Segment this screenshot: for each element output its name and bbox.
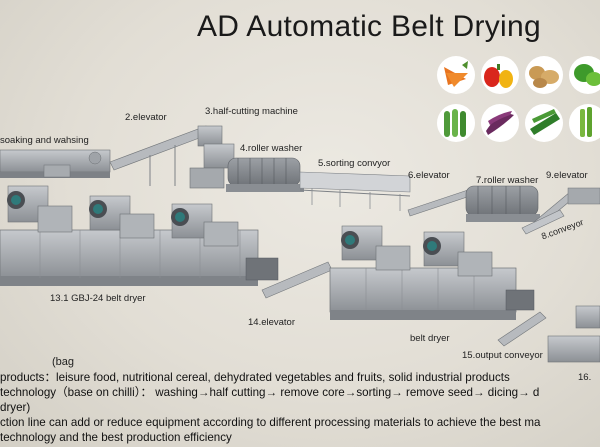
- label-elevator-6: 6.elevator: [408, 170, 450, 181]
- pepper-thumbnail: [481, 56, 519, 94]
- label-output-conveyor: 15.output conveyor: [462, 350, 543, 361]
- label-bag-note: (bag: [52, 356, 75, 368]
- label-sorting-conveyor: 5.sorting convyor: [318, 158, 391, 169]
- output-bins: [547, 305, 600, 363]
- description-dryer: dryer): [0, 401, 31, 414]
- elevator-6: [407, 189, 471, 217]
- label-roller-washer-4: 4.roller washer: [240, 143, 303, 154]
- carrot-thumbnail: [437, 56, 475, 94]
- roller-washer-7: [465, 185, 540, 222]
- label-elevator-9: 9.elevator: [546, 170, 588, 181]
- potato-thumbnail: [525, 56, 563, 94]
- product-thumbnails: [437, 56, 600, 142]
- conveyor-8: [521, 209, 565, 235]
- zucchini-thumbnail: [525, 104, 563, 142]
- label-belt-dryer: belt dryer: [410, 333, 450, 344]
- belt-dryer-2: [329, 225, 535, 320]
- dryer-fan-units: [7, 185, 239, 247]
- description-efficiency: technology and the best production effic…: [0, 431, 232, 444]
- eggplant-thumbnail: [481, 104, 519, 142]
- description-technology: technology（base on chilli）： washing→half…: [0, 386, 540, 399]
- product-description: products：leisure food, nutritional cerea…: [0, 354, 600, 445]
- label-elevator-2: 2.elevator: [125, 112, 167, 123]
- label-belt-dryer-13: 13.1 GBJ-24 belt dryer: [50, 293, 146, 304]
- beans-thumbnail: [569, 104, 600, 142]
- output-conveyor: [497, 311, 547, 347]
- description-products: products：leisure food, nutritional cerea…: [0, 371, 510, 384]
- half-cutting-machine: [189, 125, 235, 189]
- label-elevator-14: 14.elevator: [248, 317, 296, 328]
- label-half-cutting: 3.half-cutting machine: [205, 106, 298, 117]
- cucumber-thumbnail: [437, 104, 475, 142]
- label-roller-washer-7: 7.roller washer: [476, 175, 539, 186]
- belt-dryer-13: [0, 185, 279, 286]
- label-item-16: 16.: [578, 372, 592, 383]
- description-production-line: ction line can add or reduce equipment a…: [0, 416, 541, 429]
- greens-thumbnail: [569, 56, 600, 94]
- page-title: AD Automatic Belt Drying: [197, 10, 541, 43]
- soaking-washing-tank: [0, 149, 111, 178]
- sorting-conveyor: [299, 171, 411, 211]
- roller-washer-4: [226, 157, 304, 192]
- label-soaking-washing: soaking and wahsing: [0, 135, 89, 146]
